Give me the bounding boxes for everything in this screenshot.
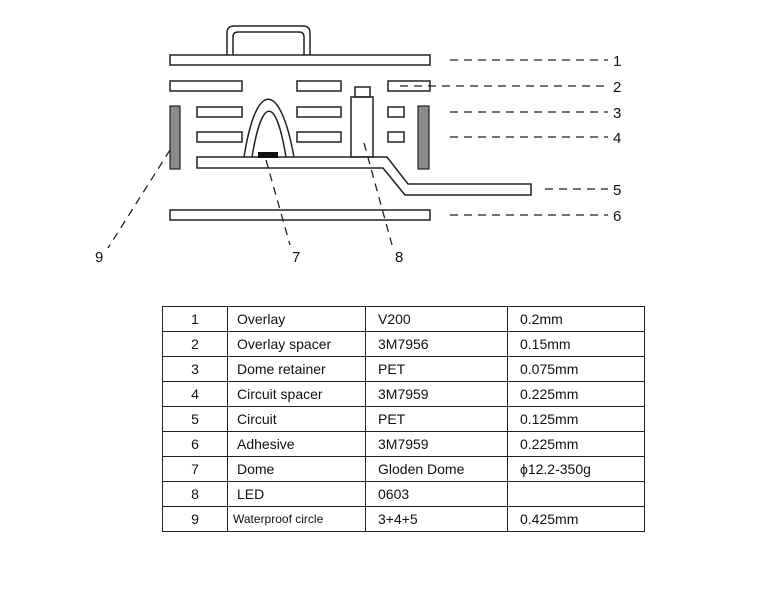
material: 3M7959: [365, 431, 508, 457]
callout-1: 1: [613, 53, 621, 70]
overlay-layer: [169, 54, 431, 66]
layer-name: Dome: [227, 456, 366, 482]
layer-name: Circuit spacer: [227, 381, 366, 407]
callout-7: 7: [292, 249, 300, 266]
table-row: 3 Dome retainer PET 0.075mm: [162, 356, 645, 382]
table-row: 9 Waterproof circle 3+4+5 0.425mm: [162, 506, 645, 532]
circuit-spacer-right: [387, 131, 405, 143]
thickness: 0.225mm: [507, 431, 645, 457]
callout-4: 4: [613, 130, 621, 147]
layer-name: Circuit: [227, 406, 366, 432]
thickness: 0.225mm: [507, 381, 645, 407]
material: 3+4+5: [365, 506, 508, 532]
callout-2: 2: [613, 79, 621, 96]
dome-retainer-right: [387, 106, 405, 118]
overlay-spacer-left: [169, 80, 243, 92]
layer-name: Adhesive: [227, 431, 366, 457]
material: PET: [365, 356, 508, 382]
callout-3: 3: [613, 105, 621, 122]
row-number: 4: [162, 381, 228, 407]
dome-base-contact: [258, 152, 278, 158]
row-number: 1: [162, 306, 228, 332]
callout-8: 8: [395, 249, 403, 266]
row-number: 6: [162, 431, 228, 457]
thickness: 0.075mm: [507, 356, 645, 382]
material: 3M7959: [365, 381, 508, 407]
layer-spec-table: 1 Overlay V200 0.2mm 2 Overlay spacer 3M…: [162, 306, 645, 532]
adhesive-layer: [169, 209, 431, 221]
overlay-spacer-right: [387, 80, 431, 92]
material: Gloden Dome: [365, 456, 508, 482]
dome-inner: [251, 110, 287, 158]
led-cap: [354, 86, 371, 98]
thickness: 0.2mm: [507, 306, 645, 332]
table-row: 8 LED 0603: [162, 481, 645, 507]
dome-retainer-mid: [296, 106, 342, 118]
layer-name: Overlay spacer: [227, 331, 366, 357]
dome-retainer-left: [196, 106, 243, 118]
circuit-spacer-mid: [296, 131, 342, 143]
material: 3M7956: [365, 331, 508, 357]
callout-9: 9: [95, 249, 103, 266]
layer-name: Dome retainer: [227, 356, 366, 382]
waterproof-post-left: [169, 105, 181, 170]
material: 0603: [365, 481, 508, 507]
table-row: 1 Overlay V200 0.2mm: [162, 306, 645, 332]
row-number: 7: [162, 456, 228, 482]
table-row: 2 Overlay spacer 3M7956 0.15mm: [162, 331, 645, 357]
table-row: 4 Circuit spacer 3M7959 0.225mm: [162, 381, 645, 407]
table-row: 7 Dome Gloden Dome ϕ12.2-350g: [162, 456, 645, 482]
thickness: 0.15mm: [507, 331, 645, 357]
layer-name: Overlay: [227, 306, 366, 332]
callout-5: 5: [613, 182, 621, 199]
thickness: [507, 481, 645, 507]
material: PET: [365, 406, 508, 432]
dome-outer: [243, 98, 295, 158]
overlay-spacer-mid: [296, 80, 342, 92]
thickness: 0.125mm: [507, 406, 645, 432]
thickness: 0.425mm: [507, 506, 645, 532]
row-number: 3: [162, 356, 228, 382]
row-number: 8: [162, 481, 228, 507]
layer-name: LED: [227, 481, 366, 507]
layer-name: Waterproof circle: [227, 506, 366, 532]
row-number: 9: [162, 506, 228, 532]
circuit-spacer-left: [196, 131, 243, 143]
membrane-switch-cross-section: 1 2 3 4 5 6 7 8 9: [95, 25, 621, 266]
table-row: 5 Circuit PET 0.125mm: [162, 406, 645, 432]
waterproof-post-right: [417, 105, 430, 170]
thickness: ϕ12.2-350g: [507, 456, 645, 482]
table-row: 6 Adhesive 3M7959 0.225mm: [162, 431, 645, 457]
material: V200: [365, 306, 508, 332]
row-number: 2: [162, 331, 228, 357]
callout-6: 6: [613, 208, 621, 225]
circuit-layer: [196, 156, 532, 196]
row-number: 5: [162, 406, 228, 432]
overlay-top-handle: [226, 25, 311, 55]
led-body: [350, 96, 374, 158]
